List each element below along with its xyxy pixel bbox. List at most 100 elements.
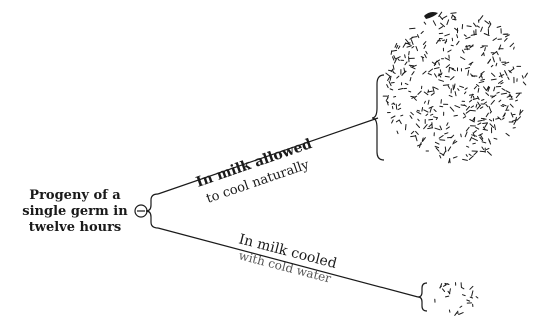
bacterium-mark (480, 46, 484, 49)
bacterium-mark (434, 141, 440, 145)
bacterium-mark (504, 61, 510, 64)
bacterium-mark (435, 38, 441, 44)
small-cluster-brace (417, 282, 428, 312)
bacterium-mark (430, 92, 435, 96)
bacterium-mark (477, 87, 480, 93)
bacterium-mark (439, 69, 442, 73)
bacterium-mark (502, 104, 507, 107)
bacterium-mark (398, 88, 404, 90)
bacterium-mark (461, 287, 465, 290)
bacterium-mark (484, 20, 490, 25)
bacterium-mark (497, 116, 502, 121)
bacterium-mark (408, 51, 410, 56)
bacterium-mark (482, 128, 488, 131)
bacterium-mark (465, 106, 470, 111)
bacterium-mark (466, 299, 471, 302)
bacterium-mark (464, 87, 468, 90)
bacterium-mark (397, 107, 402, 111)
bacterium-mark (481, 141, 487, 144)
bacterium-mark (422, 70, 427, 75)
bacterium-mark (487, 86, 491, 92)
bacterium-mark (466, 145, 470, 148)
bacterium-mark (438, 135, 444, 139)
upper-branch-line (157, 117, 379, 195)
bacterium-mark (522, 81, 527, 86)
bacterium-mark (416, 111, 422, 115)
bacterium-mark (400, 114, 404, 117)
bacterium-mark (480, 78, 485, 81)
bacterium-mark (500, 82, 504, 85)
bacterium-mark (409, 77, 412, 82)
bacterium-mark (406, 43, 411, 46)
bacterium-mark (501, 88, 506, 91)
bacterium-mark (424, 53, 427, 59)
bacterium-mark (411, 71, 415, 76)
bacterium-mark (450, 12, 457, 14)
bacterium-mark (417, 34, 420, 39)
bacterium-mark (391, 119, 394, 124)
bacterium-mark (491, 94, 497, 99)
bacterium-mark (483, 52, 485, 57)
bacterium-mark (442, 284, 447, 287)
bacterium-mark (433, 86, 439, 90)
bacterium-mark (392, 102, 395, 105)
bacterium-mark (405, 38, 410, 44)
bacterium-mark (465, 109, 471, 114)
bacterium-mark (448, 309, 451, 313)
bacterium-mark (411, 95, 418, 99)
bacterium-mark (492, 56, 495, 63)
bacterium-mark (442, 84, 450, 86)
bacterium-mark (473, 151, 478, 156)
bacterium-mark (483, 86, 487, 91)
germ-label-line-1: Progeny of a (29, 188, 121, 203)
bacterium-mark (480, 71, 485, 75)
bacterium-mark (487, 151, 492, 156)
bacterium-mark (524, 72, 528, 78)
bacterium-mark (519, 109, 524, 115)
bacterium-mark (396, 130, 399, 135)
bacterium-mark (442, 15, 448, 19)
bacterium-mark (392, 64, 395, 70)
bacterium-mark (509, 42, 515, 48)
bacterium-mark (447, 49, 452, 53)
bacterium-mark (473, 22, 477, 28)
bacterium-mark (437, 72, 443, 77)
bacterium-mark (434, 73, 437, 78)
bacterium-mark (434, 127, 441, 131)
bacterium-mark (479, 136, 484, 141)
single-germ-symbol (134, 204, 148, 218)
bacterium-mark (390, 68, 394, 73)
bacterium-mark (477, 95, 480, 100)
bacterium-mark (429, 107, 432, 113)
bacterium-mark (394, 58, 397, 64)
bacterium-mark (472, 97, 479, 100)
bacterium-mark (485, 112, 489, 118)
bacterium-mark (410, 39, 414, 45)
bacterium-mark (449, 288, 451, 295)
bacterium-mark (388, 69, 394, 72)
small-bacteria-cluster (434, 282, 479, 316)
bacterium-mark (427, 127, 434, 130)
bacterium-mark (492, 37, 498, 41)
bacterium-mark (415, 46, 418, 52)
bacterium-mark (416, 109, 420, 112)
bacterium-mark (482, 122, 488, 124)
bacterium-mark (411, 46, 415, 49)
bacterium-mark (478, 73, 483, 79)
bacterium-mark (397, 58, 400, 61)
bacterium-mark (516, 116, 521, 121)
bacterium-mark (460, 56, 466, 60)
bacterium-mark (476, 84, 480, 87)
bacterium-mark (444, 282, 450, 285)
bacterium-mark (389, 75, 392, 81)
bacterium-mark (398, 119, 402, 125)
bacterium-mark (430, 113, 434, 116)
bacterium-mark (409, 115, 413, 119)
bacterium-mark (508, 94, 513, 98)
bacterium-mark (472, 142, 476, 145)
bacterium-mark (469, 136, 473, 142)
bacterium-mark (446, 19, 450, 26)
bacterium-mark (496, 25, 502, 28)
bacterium-mark (420, 30, 424, 34)
bacterium-mark (432, 86, 435, 93)
